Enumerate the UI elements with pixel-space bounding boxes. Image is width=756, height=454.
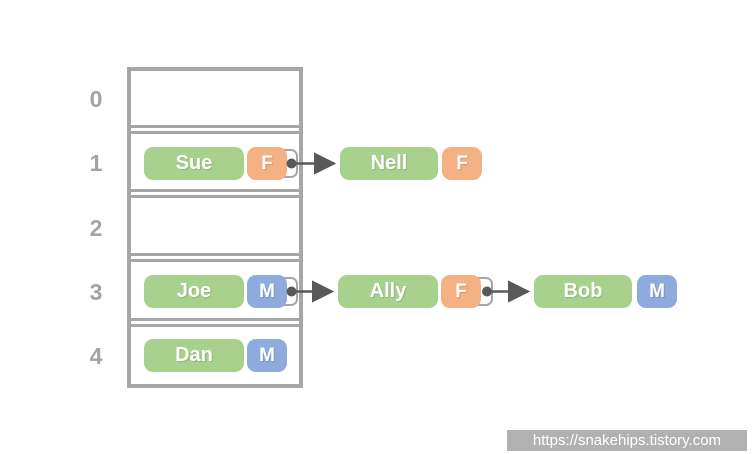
watermark-url: https://snakehips.tistory.com [507, 430, 747, 451]
hash-table-frame [127, 67, 303, 388]
gender-badge-female: F [442, 147, 482, 180]
gender-badge-female: F [441, 275, 481, 308]
row-separator [131, 125, 299, 134]
row-separator [131, 189, 299, 198]
chain-node-name-box: Ally [338, 275, 438, 308]
row-separator [131, 318, 299, 327]
gender-badge-male: M [247, 275, 287, 308]
slot-index-3: 3 [89, 279, 103, 305]
slot-index-0: 0 [89, 86, 103, 112]
entry-name-box: Sue [144, 147, 244, 180]
chain-node-name-box: Bob [534, 275, 632, 308]
row-separator [131, 253, 299, 262]
slot-index-4: 4 [89, 343, 103, 369]
slot-index-2: 2 [89, 215, 103, 241]
entry-name-box: Joe [144, 275, 244, 308]
gender-badge-male: M [637, 275, 677, 308]
gender-badge-male: M [247, 339, 287, 372]
entry-name-box: Dan [144, 339, 244, 372]
slot-index-1: 1 [89, 150, 103, 176]
chain-node-name-box: Nell [340, 147, 438, 180]
gender-badge-female: F [247, 147, 287, 180]
